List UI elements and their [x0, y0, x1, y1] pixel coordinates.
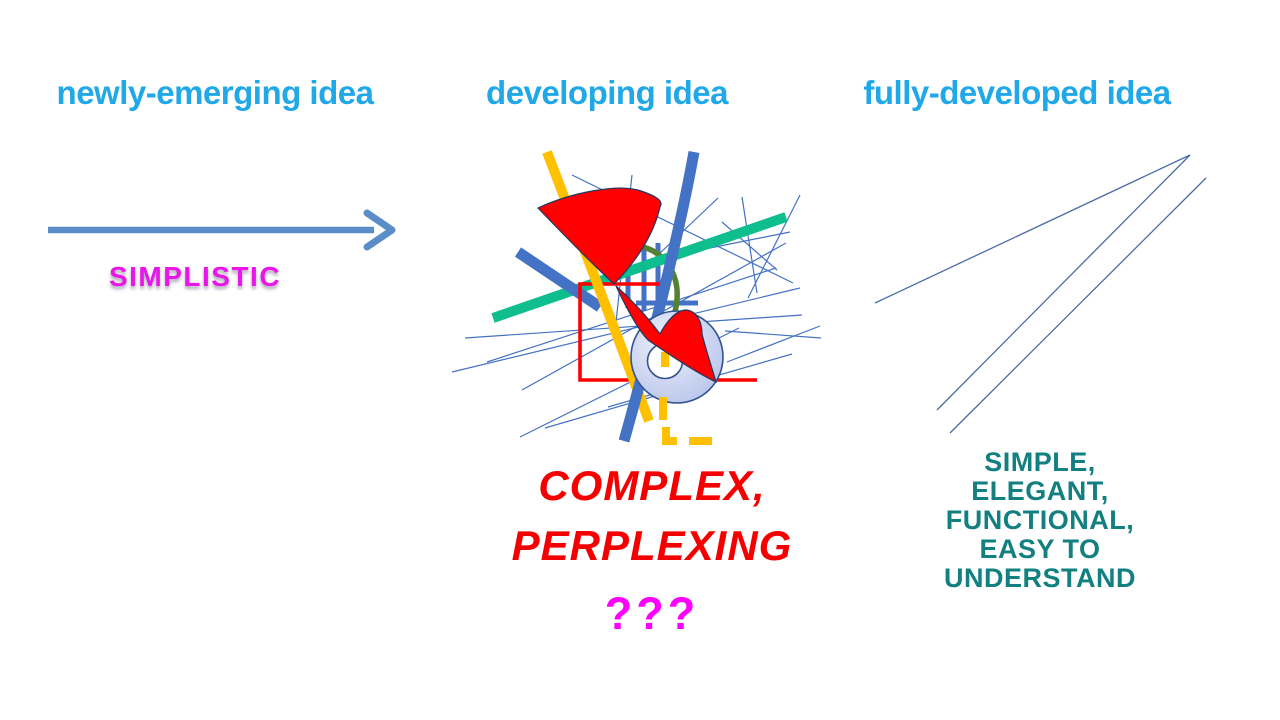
stage-3-caption-line-1: SIMPLE,: [984, 447, 1096, 477]
stage-3-caption-line-5: UNDERSTAND: [944, 563, 1136, 593]
blue-short-thick-stroke: [514, 247, 604, 312]
green-thick-stroke: [491, 212, 788, 323]
stage-2-caption-line-2: PERPLEXING: [511, 522, 793, 569]
stage-3-caption-line-4: EASY TO: [979, 534, 1101, 564]
stage-3-caption: SIMPLE, ELEGANT, FUNCTIONAL, EASY TO UND…: [880, 448, 1200, 593]
elegant-converging-lines: [874, 154, 1207, 434]
stage-2-header: developing idea: [486, 74, 728, 111]
tangled-scribble-illustration: [451, 150, 822, 445]
stage-2-question-marks: ???: [604, 588, 700, 639]
stage-1-caption: SIMPLISTIC: [108, 261, 282, 292]
red-ribbon-top-lobe: [536, 187, 662, 285]
stage-3-caption-line-3: FUNCTIONAL,: [945, 505, 1135, 535]
right-arrow-icon: [48, 209, 396, 251]
arrow-head: [363, 209, 396, 251]
blue-long-thick-stroke: [618, 151, 700, 443]
stage-2-caption: COMPLEX, PERPLEXING: [472, 456, 832, 576]
stage-3-caption-line-2: ELEGANT,: [971, 476, 1109, 506]
elegant-lines-illustration: [874, 154, 1207, 434]
stage-1-header: newly-emerging idea: [56, 74, 374, 111]
stage-3-header: fully-developed idea: [863, 74, 1171, 111]
yellow-dashed-strokes: [659, 397, 712, 445]
red-swoosh-arrow: [615, 285, 717, 384]
stage-2-caption-line-1: COMPLEX,: [538, 462, 766, 509]
